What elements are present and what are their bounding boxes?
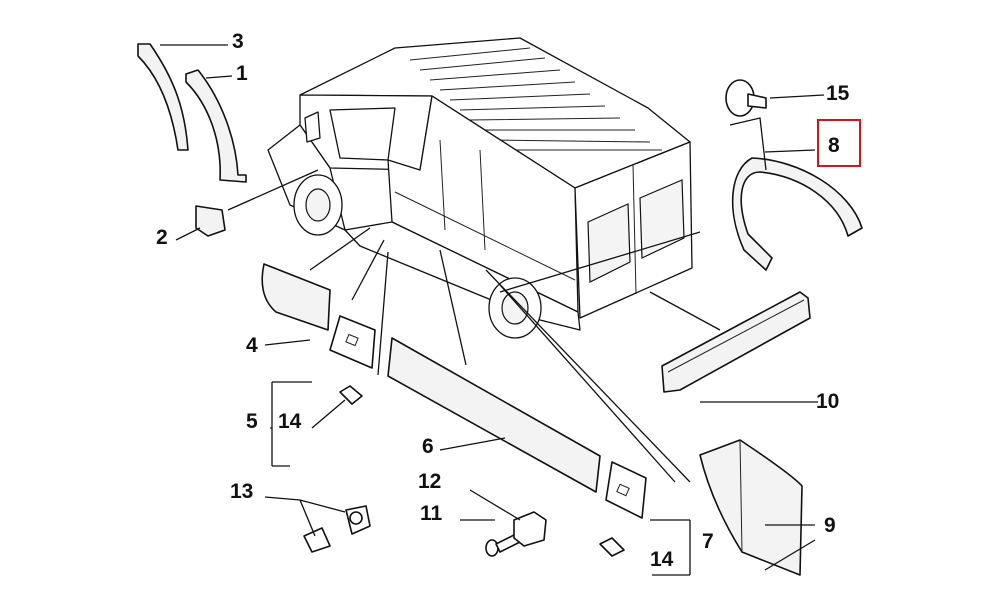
leader-lines [160, 44, 825, 576]
callout-2: 2 [156, 226, 168, 249]
callout-15: 15 [826, 82, 850, 105]
callout-14-upper: 14 [278, 410, 302, 433]
callout-13: 13 [230, 480, 253, 503]
part-14-clip-lower [599, 537, 625, 557]
callout-8: 8 [828, 134, 840, 157]
part-1-arch-trim [185, 69, 247, 183]
part-7-cap-plate [605, 461, 647, 519]
callout-3: 3 [232, 30, 244, 53]
part-14-clip-upper [339, 385, 363, 405]
callout-14-lower: 14 [650, 548, 674, 571]
callout-4: 4 [246, 334, 258, 357]
callout-6: 6 [422, 435, 434, 458]
part-8-highlight-box [817, 119, 861, 167]
part-6-side-moulding [387, 337, 601, 493]
part-4-front-moulding [261, 263, 331, 331]
part-3-arch-trim [137, 43, 189, 151]
callout-5: 5 [246, 410, 258, 433]
callout-10: 10 [816, 390, 839, 413]
part-2-corner-trim [195, 205, 226, 237]
callout-9: 9 [824, 514, 836, 537]
callout-labels: 3 1 2 4 5 14 6 7 8 9 10 11 12 13 14 15 [156, 30, 850, 571]
callout-12: 12 [418, 470, 441, 493]
callout-1: 1 [236, 62, 248, 85]
part-10-sill-moulding [661, 291, 811, 393]
callout-11: 11 [420, 502, 443, 525]
part-8-rear-wheel-arch [731, 157, 863, 271]
van-illustration [267, 37, 693, 339]
part-11-screw [485, 533, 521, 557]
part-9-rear-corner-panel [699, 439, 803, 576]
part-13-fasteners [303, 505, 371, 553]
part-15-bolt [725, 79, 767, 117]
callout-7: 7 [702, 530, 714, 553]
part-5-cap-plate [329, 315, 376, 369]
part-12-clip-nut [513, 511, 547, 547]
